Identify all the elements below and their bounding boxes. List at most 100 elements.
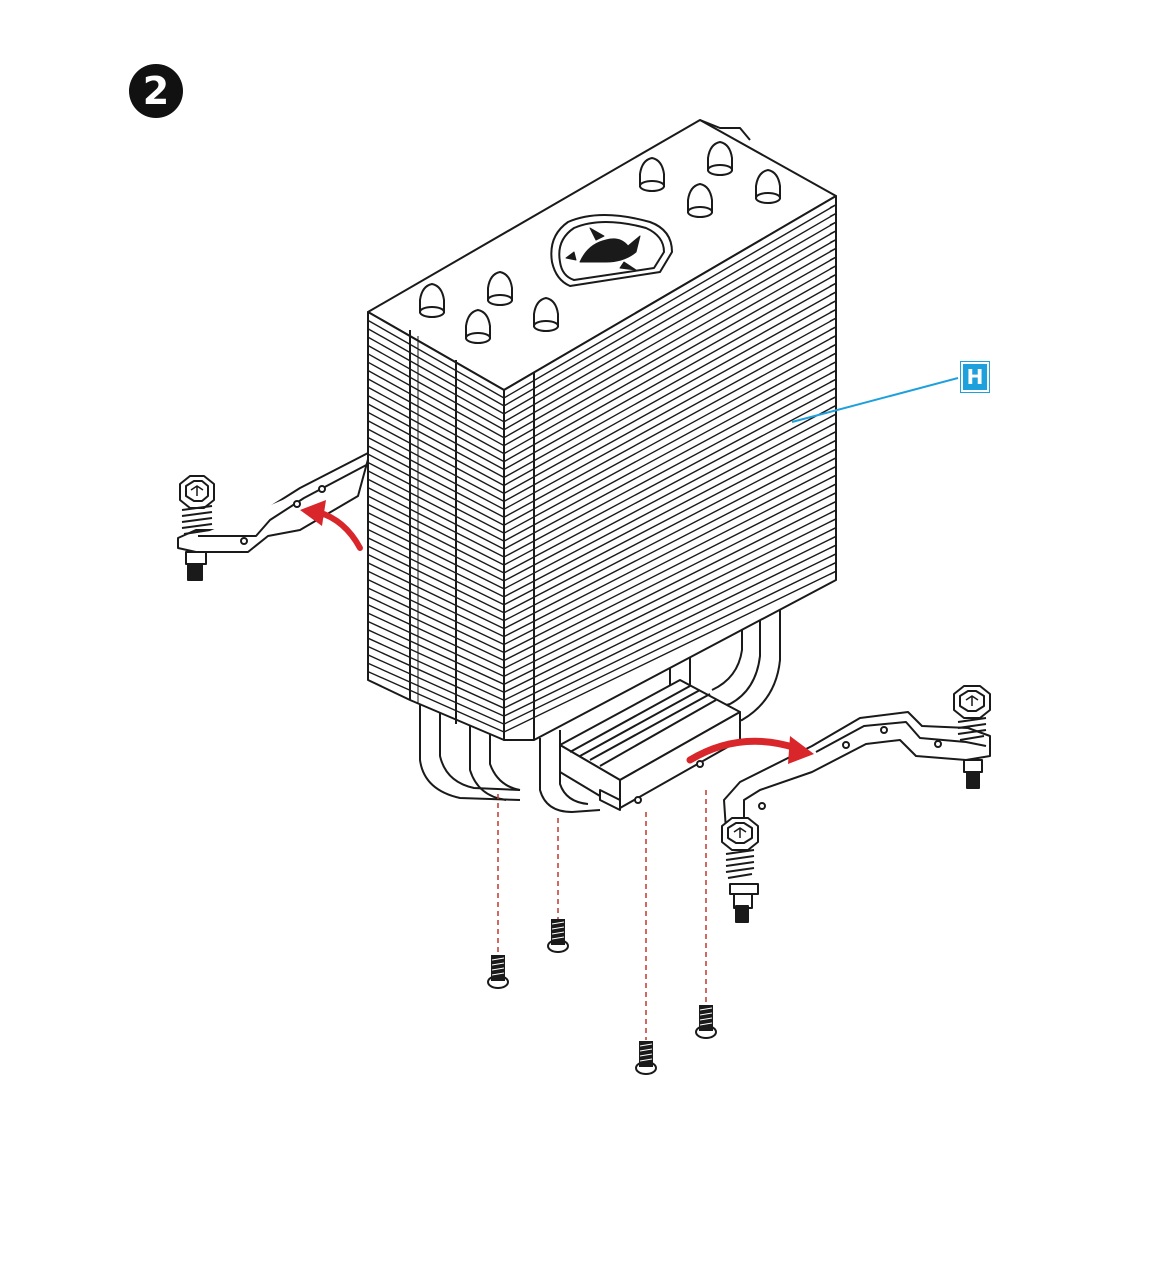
fin-edge	[829, 256, 837, 261]
fin-line	[367, 528, 505, 598]
fin-line	[503, 343, 837, 526]
fin-line	[503, 483, 837, 654]
fin-edge	[829, 282, 837, 287]
fin-edge	[829, 361, 837, 366]
fin-line	[367, 562, 505, 630]
heatpipe-tip-base	[687, 206, 713, 218]
fin-line	[367, 587, 505, 654]
screw-thread	[491, 967, 505, 971]
screw-thread	[551, 931, 565, 935]
screw-thread	[639, 1053, 653, 1057]
fin-line	[367, 436, 505, 510]
callout-label-text: H	[966, 365, 984, 389]
fin-line	[503, 317, 837, 502]
callout-label-h: H	[960, 361, 990, 393]
fin-line	[367, 361, 505, 439]
fin-line	[503, 527, 837, 693]
heatpipe-tip	[755, 168, 781, 199]
fin-line	[367, 545, 505, 614]
screw-thread	[699, 1017, 713, 1021]
screw-thread	[699, 1012, 713, 1016]
fin-line	[367, 553, 505, 622]
heatpipe-tip	[533, 296, 559, 327]
fin-line	[367, 645, 505, 709]
fin-edge	[829, 291, 837, 296]
fin-line	[503, 326, 837, 510]
fin-line	[503, 265, 837, 455]
fin-line	[367, 445, 505, 518]
fin-line	[367, 520, 505, 590]
heatpipe-tip	[687, 182, 713, 213]
fin-edge	[829, 212, 837, 218]
fin-line	[367, 428, 505, 502]
fin-line	[503, 282, 837, 471]
fin-edge	[829, 326, 837, 331]
fin-line	[367, 579, 505, 646]
fin-line	[503, 369, 837, 550]
heatpipe-tip	[487, 270, 513, 301]
fin-edge	[829, 230, 837, 235]
fin-line	[367, 595, 505, 662]
fin-line	[503, 308, 837, 495]
fin-line	[367, 637, 505, 701]
left-mounting-bracket	[177, 451, 373, 553]
fin-line	[367, 470, 505, 542]
fin-line	[367, 319, 505, 399]
left-rotation-arrow	[300, 500, 363, 551]
fin-line	[503, 457, 837, 630]
fin-line	[367, 478, 505, 550]
fin-edge	[829, 570, 837, 575]
fin-edge	[829, 204, 837, 209]
screw-thread	[639, 1048, 653, 1052]
screw-thread	[551, 936, 565, 940]
step-number-badge: 2	[129, 64, 183, 118]
fin-edge	[829, 518, 837, 523]
fin-line	[367, 461, 505, 534]
heatpipe-tips	[419, 140, 781, 344]
fin-edge	[829, 396, 837, 401]
fin-edge	[829, 387, 837, 392]
fin-line	[367, 487, 505, 558]
fin-edge	[829, 335, 837, 340]
fin-line	[367, 654, 505, 717]
heatpipe-tip-base	[533, 320, 559, 332]
fin-edge	[829, 544, 837, 549]
screws	[487, 919, 717, 1075]
fin-line	[503, 474, 837, 646]
fin-line	[503, 439, 837, 614]
fin-line	[503, 404, 837, 582]
fin-line	[503, 361, 837, 542]
fin-line	[367, 328, 505, 407]
fin-line	[367, 378, 505, 455]
fin-edge	[829, 413, 837, 418]
fin-line	[367, 344, 505, 423]
fin-edge	[829, 492, 837, 497]
fin-line	[503, 291, 837, 479]
fin-edge	[829, 404, 837, 410]
fin-lines	[367, 204, 837, 733]
step-number: 2	[142, 69, 170, 113]
screw-thread	[639, 1043, 653, 1047]
right-spring-screw-upper	[953, 685, 991, 789]
fin-line	[367, 495, 505, 566]
fin-line	[503, 300, 837, 487]
fin-edge	[829, 273, 837, 279]
fin-line	[367, 369, 505, 447]
fin-line	[503, 518, 837, 685]
fin-line	[503, 431, 837, 606]
fin-line	[367, 403, 505, 479]
fin-line	[503, 448, 837, 622]
fin-line	[367, 353, 505, 431]
fin-line	[503, 422, 837, 598]
fin-line	[367, 503, 505, 574]
screw-thread	[491, 957, 505, 961]
fin-edge	[829, 561, 837, 567]
heatpipe-tip	[419, 282, 445, 313]
fin-edge	[829, 439, 837, 444]
fin-line	[503, 500, 837, 670]
fin-line	[367, 411, 505, 487]
fin-line	[503, 335, 837, 518]
fin-line	[367, 620, 505, 685]
fin-edge	[829, 431, 837, 436]
